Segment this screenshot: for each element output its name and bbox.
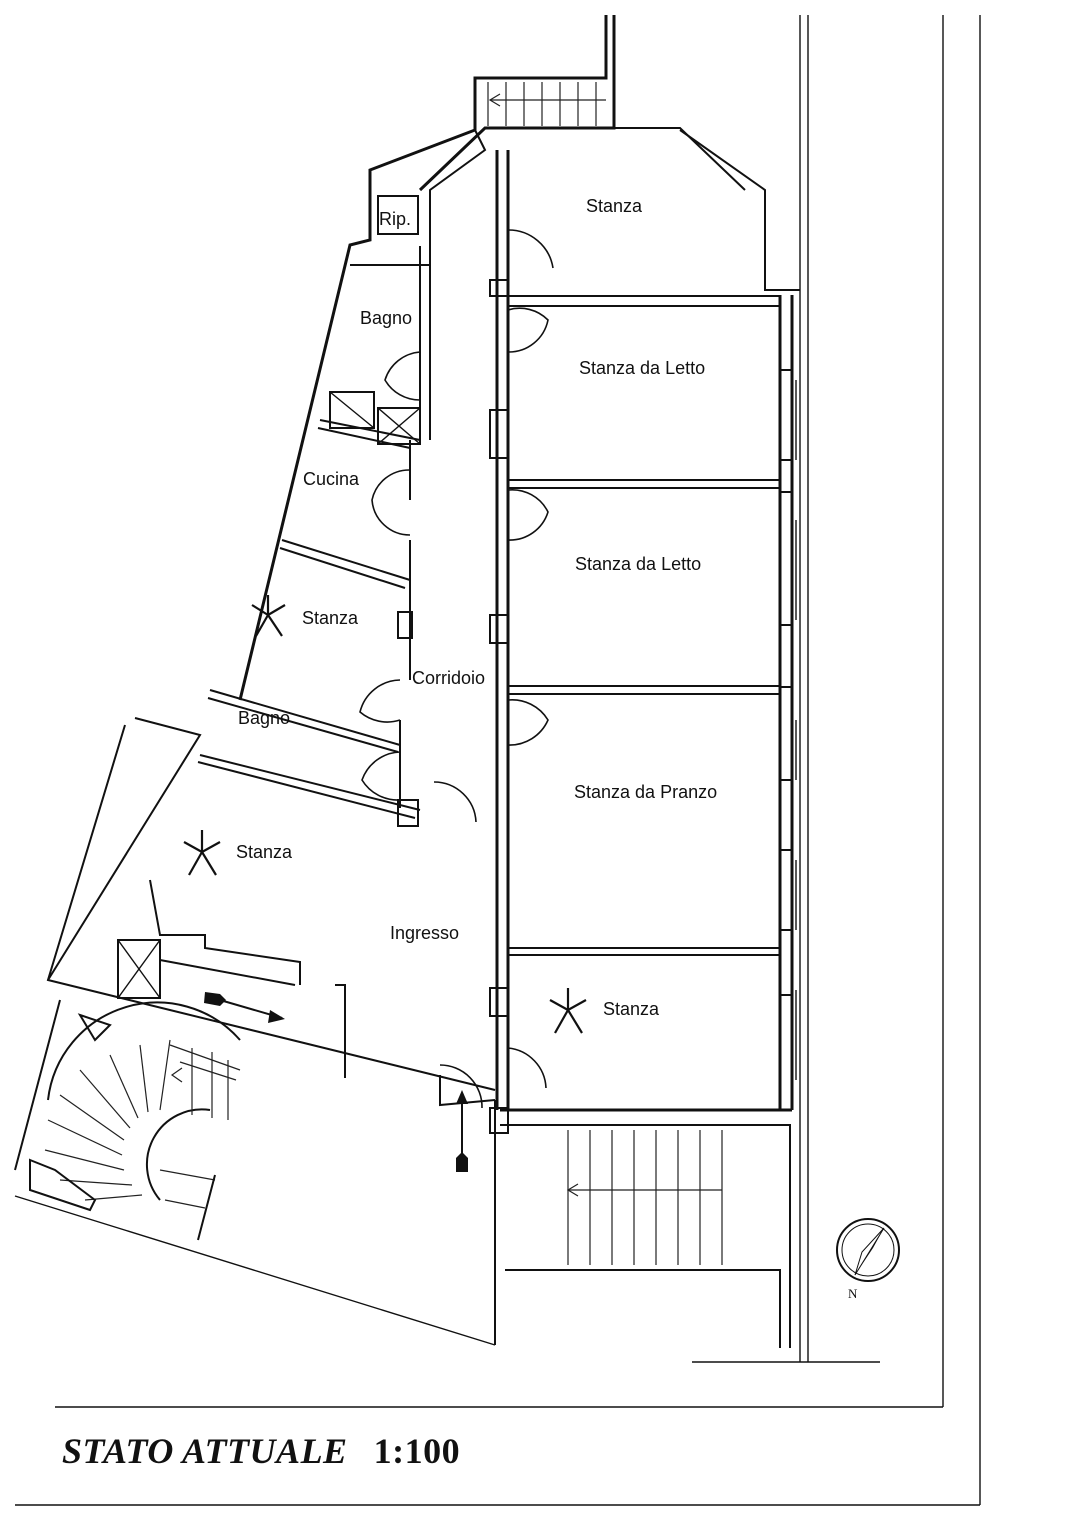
room-label-rip: Rip. (379, 209, 411, 229)
drawing-title: STATO ATTUALE 1:100 (62, 1430, 460, 1472)
room-label-stanza-right: Stanza (603, 999, 660, 1019)
room-label-bagno-mid: Bagno (238, 708, 290, 728)
star-marker-3 (549, 988, 587, 1034)
room-label-letto-1: Stanza da Letto (579, 358, 705, 378)
room-label-corridoio: Corridoio (412, 668, 485, 688)
star-marker-2 (183, 830, 221, 876)
room-label-cucina: Cucina (303, 469, 360, 489)
room-label-bagno-top: Bagno (360, 308, 412, 328)
room-label-letto-2: Stanza da Letto (575, 554, 701, 574)
drawing-scale: 1:100 (373, 1431, 461, 1471)
room-label-stanza-top: Stanza (586, 196, 643, 216)
interior-walls (149, 150, 780, 1110)
ventilation-shafts (117, 195, 421, 999)
star-marker-1 (251, 595, 286, 637)
spiral-stair (29, 1001, 241, 1241)
drawing-title-name: STATO ATTUALE (62, 1431, 348, 1471)
compass-icon: N (836, 1218, 900, 1301)
doors (359, 229, 554, 1134)
direction-arrows (204, 992, 468, 1172)
room-label-pranzo: Stanza da Pranzo (574, 782, 717, 802)
room-label-stanza-left: Stanza (302, 608, 359, 628)
drawing-frame (14, 15, 981, 1506)
north-label: N (848, 1286, 858, 1301)
windows (779, 369, 797, 1080)
top-stair (487, 82, 606, 126)
room-label-stanza-lower: Stanza (236, 842, 293, 862)
room-label-ingresso: Ingresso (390, 923, 459, 943)
main-stair (566, 1130, 723, 1265)
room-labels: Rip. Stanza Bagno Stanza da Letto Cucina… (236, 196, 717, 1019)
